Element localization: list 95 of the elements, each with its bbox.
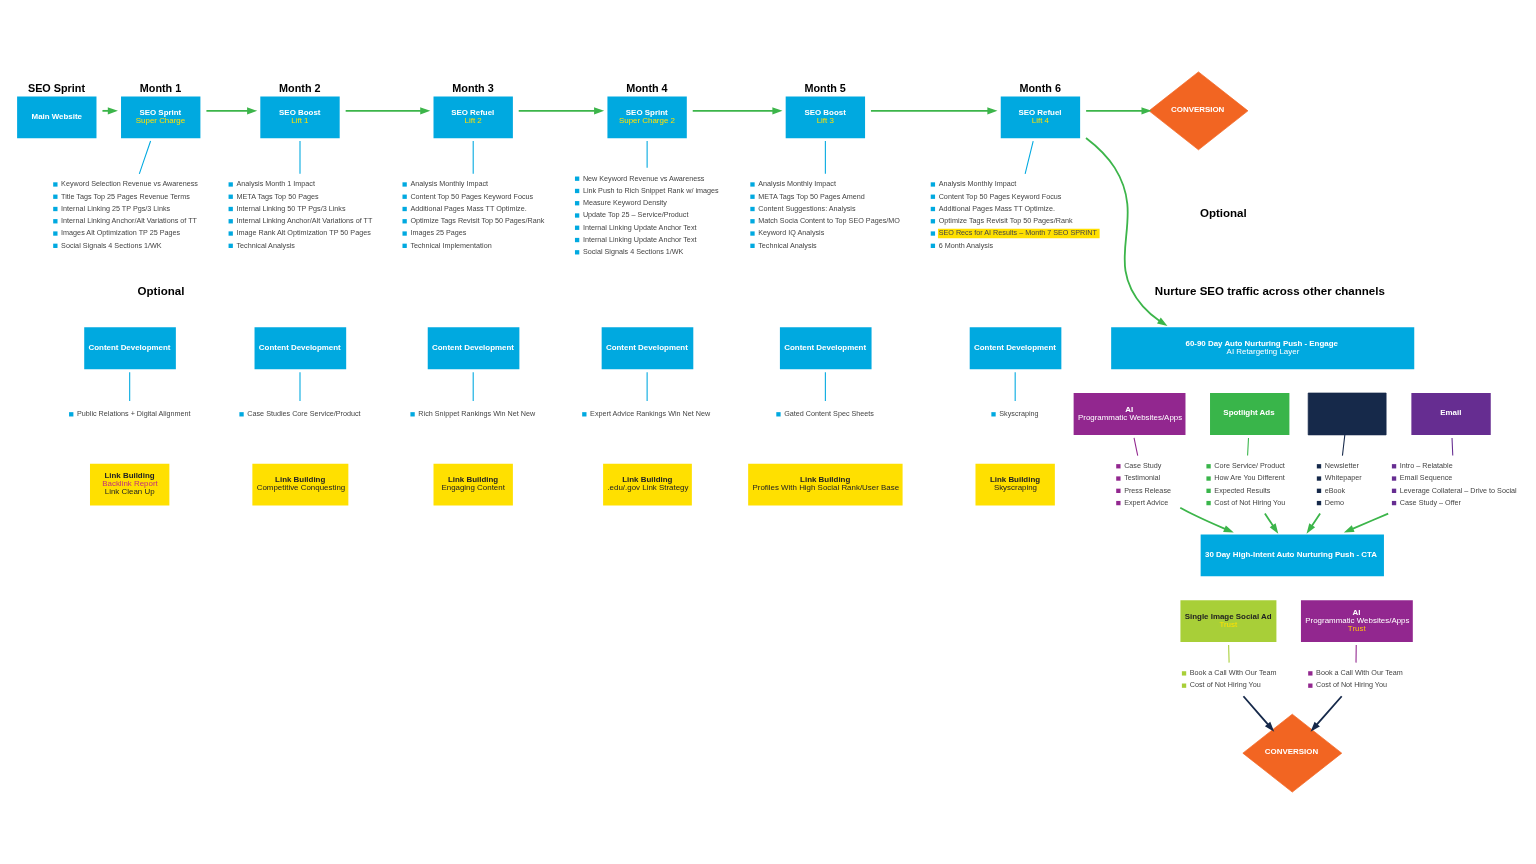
arrow [344,107,431,115]
connector [129,371,131,402]
node-box: SEO Sprint Super Charge 2 [607,96,687,139]
node-label: Newsletter [1324,461,1359,471]
connector [1024,140,1034,175]
connector [646,371,648,402]
node-label: Expert Advice Rankings Win Net New [590,409,711,419]
node-label: eBook [1324,485,1346,495]
node-box: Link Building Competitive Conquesting [252,463,349,506]
node-box: Main Website [17,96,97,139]
node-label: Gated Content Spec Sheets [784,409,874,419]
arrow [101,107,118,115]
connector [824,371,826,402]
node-box: Link Building Profiles With High Social Rank/User Base [748,463,903,506]
node-label: Demo [1324,497,1344,507]
arrow [1085,137,1168,326]
arrow [1179,506,1234,533]
node-text: Book a Call With Our Team Cost of Not Hiring You [1189,668,1277,690]
node-box: 60-90 Day Auto Nurturing Push - Engage AI Retargeting Layer [1111,327,1415,370]
connector [472,371,474,402]
node-box [582,412,587,417]
node-label: Public Relations + Digital Alignment [77,409,191,419]
connector [824,140,826,175]
node-box: Link Building Skyscraping [975,463,1055,506]
node-box: Content Development [84,327,176,370]
node-text: Analysis Month 1 Impact META Tags Top 50 Pages Internal Linking 50 TP Pgs/3 Links Internal Linking Anchor/Alt Variations of TT Image Rank Alt Optimization TP 50 Pages Technical Analysis [236,179,373,250]
node-label: Month 5 [804,82,846,95]
arrow [1264,512,1279,534]
node-box [991,412,996,417]
connector [138,140,152,175]
connector [1355,644,1357,664]
node-text: Keyword Selection Revenue vs Awareness Title Tags Top 25 Pages Revenue Terms Internal Linking 25 TP Pgs/3 Links Internal Linking Anchor/Alt Variations of TT Images Alt Optimization TP 25 Pages Social Signals 4 Sections 1/WK [61,179,198,250]
connector [1014,371,1016,402]
node-text: New Keyword Revenue vs Awareness Link Push to Rich Snippet Rank w/ images Measure Keyword Density Update Top 25 – Service/Product Internal Linking Update Anchor Text Internal Linking Update Anchor Text Social Signals 4 Sections 1/WK [582,173,719,257]
arrow [517,107,605,115]
node-label: Month 6 [1019,82,1061,95]
node-box [69,412,74,417]
node-box: Content Development [601,327,694,370]
node-box: AI Programmatic Websites/Apps [1073,393,1186,435]
label: Optional [1199,207,1247,220]
arrow [1242,695,1275,732]
arrow [1085,107,1152,115]
node-label: SEO Sprint [27,82,86,95]
node-label: Month 2 [279,82,321,95]
connector [1228,644,1230,664]
arrow [870,107,998,115]
node-box: Single Image Social Ad Trust [1180,600,1277,642]
label: Nurture SEO traffic across other channels [1154,285,1385,298]
arrow [1306,512,1321,534]
node-box: Content Development [427,327,520,370]
node-label: Month 3 [452,82,494,95]
node-label: Skyscraping [999,409,1039,419]
node-box: SEO Boost Lift 3 [785,96,866,139]
node-box: Content Development [779,327,872,370]
node-label: Month 4 [626,82,668,95]
node-label: Month 1 [139,82,182,95]
node-box: SEO Refuel Lift 2 [433,96,513,139]
node-label: Whitepaper [1324,473,1362,483]
node-box: 30 Day High-Intent Auto Nurturing Push - CTA [1200,534,1384,577]
node-diamond: CONVERSION [1148,71,1249,151]
node-text: Book a Call With Our Team Cost of Not Hiring You [1316,668,1403,690]
node-box: Link Building Engaging Content [433,463,513,506]
node-label: Rich Snippet Rankings Win Net New [418,409,536,419]
node-box: SEO Refuel Lift 4 [1000,96,1081,139]
connector [1341,434,1346,457]
node-box: AI Programmatic Websites/Apps Trust [1300,600,1413,642]
node-text: Case Study Testimonial Press Release Expert Advice [1124,461,1171,507]
arrow [1310,695,1343,732]
connector [1247,437,1250,457]
node-text: Analysis Monthly Impact Content Top 50 Pages Keyword Focus Additional Pages Mass TT Optimize. Optimize Tags Revisit Top 50 Pages/Rank Images 25 Pages Technical Implementation [410,179,545,250]
node-box: Email [1411,393,1491,435]
node-box: Link Building .edu/.gov Link Strategy [603,463,692,506]
connector [472,140,474,175]
node-box [776,412,781,417]
arrow [1343,512,1390,533]
node-box: Link Building Backlink Report Link Clean Up [90,463,170,506]
node-box: Content Development [254,327,347,370]
node-box: SEO Sprint Super Charge [121,96,201,139]
connector [1133,437,1139,457]
node-diamond: CONVERSION [1242,713,1343,793]
arrow [205,107,258,115]
node-text: Analysis Monthly Impact META Tags Top 50 Pages Amend Content Suggestions: Analysis Match Socia Content to Top SEO Pages/MO Keyword IQ Analysis Technical Analysis [758,179,900,250]
node-box: SEO Boost Lift 1 [260,96,340,139]
node-text: Core Service/ Product How Are You Different Expected Results Cost of Not Hiring You [1214,461,1286,507]
node-label: Case Studies Core Service/Product [247,409,361,419]
node-box: Spotlight Ads [1210,393,1290,435]
arrow [691,107,783,115]
node-box [239,412,244,417]
connector [1451,437,1454,457]
node-text: Intro – Relatable Email Sequence Leverage Collateral – Drive to Social Case Study – Offer [1399,461,1517,507]
node-box [410,412,415,417]
node-box: Content Development [969,327,1062,370]
label: Optional [137,285,185,298]
connector [646,140,648,169]
node-box [1307,392,1387,436]
